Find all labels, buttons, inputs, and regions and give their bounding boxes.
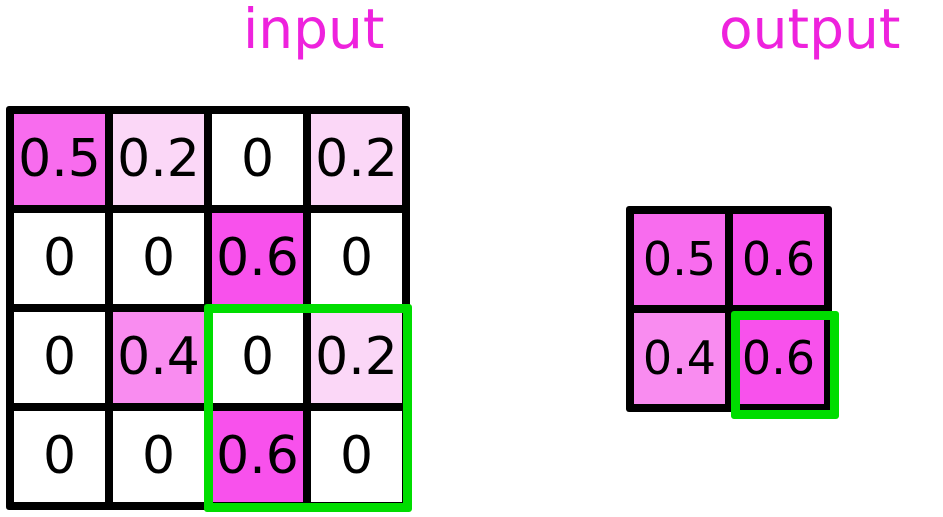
input-cell-r2c3: 0.6 xyxy=(212,213,303,304)
input-cell-r3c2: 0.4 xyxy=(113,312,204,403)
cell-value: 0.6 xyxy=(741,330,816,385)
cell-value: 0.4 xyxy=(117,326,200,387)
input-panel-title: input xyxy=(243,0,385,61)
cell-value: 0.5 xyxy=(642,231,717,286)
input-cell-r4c2: 0 xyxy=(113,411,204,502)
cell-value: 0.4 xyxy=(642,330,717,385)
output-cell-r2c2: 0.6 xyxy=(733,313,824,404)
cell-value: 0.2 xyxy=(117,128,200,189)
cell-value: 0 xyxy=(240,128,275,189)
cell-value: 0 xyxy=(42,425,77,486)
output-cell-r1c1: 0.5 xyxy=(634,214,725,305)
input-cell-r1c4: 0.2 xyxy=(311,114,402,205)
cell-value: 0.6 xyxy=(741,231,816,286)
cell-value: 0 xyxy=(42,326,77,387)
input-cell-r3c1: 0 xyxy=(14,312,105,403)
input-cell-r2c1: 0 xyxy=(14,213,105,304)
input-cell-r1c2: 0.2 xyxy=(113,114,204,205)
cell-value: 0.2 xyxy=(315,326,398,387)
cell-value: 0 xyxy=(339,227,374,288)
cell-value: 0 xyxy=(339,425,374,486)
input-cell-r4c1: 0 xyxy=(14,411,105,502)
input-cell-r1c3: 0 xyxy=(212,114,303,205)
cell-value: 0.2 xyxy=(315,128,398,189)
input-cell-r2c2: 0 xyxy=(113,213,204,304)
output-matrix-grid: 0.5 0.6 0.4 0.6 xyxy=(626,206,832,412)
cell-value: 0 xyxy=(42,227,77,288)
output-cell-r1c2: 0.6 xyxy=(733,214,824,305)
input-cell-r1c1: 0.5 xyxy=(14,114,105,205)
input-cell-r3c4: 0.2 xyxy=(311,312,402,403)
cell-value: 0 xyxy=(141,425,176,486)
input-cell-r4c3: 0.6 xyxy=(212,411,303,502)
input-matrix-grid: 0.5 0.2 0 0.2 0 0 0.6 0 0 0.4 0 0.2 0 0 … xyxy=(6,106,410,510)
cell-value: 0 xyxy=(240,326,275,387)
cell-value: 0.5 xyxy=(18,128,101,189)
input-cell-r4c4: 0 xyxy=(311,411,402,502)
input-cell-r3c3: 0 xyxy=(212,312,303,403)
cell-value: 0 xyxy=(141,227,176,288)
output-panel-title: output xyxy=(719,0,901,61)
output-cell-r2c1: 0.4 xyxy=(634,313,725,404)
input-cell-r2c4: 0 xyxy=(311,213,402,304)
cell-value: 0.6 xyxy=(216,227,299,288)
cell-value: 0.6 xyxy=(216,425,299,486)
